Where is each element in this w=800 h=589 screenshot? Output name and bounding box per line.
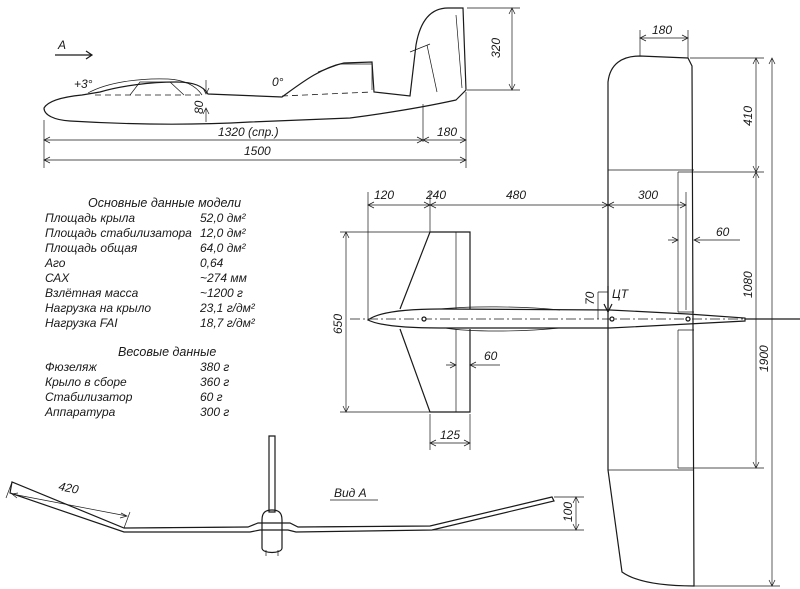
top-view: 120 240 480 300 180 60 60 650 125 70 ЦТ <box>331 23 800 587</box>
elevator-chord-dim: 60 <box>484 349 498 363</box>
stabilizer-planform <box>399 231 471 413</box>
side-view: А +3° 0° 320 80 1320 (спр.) 180 1500 <box>43 7 520 168</box>
main-row-label: Площадь крыла <box>45 211 135 225</box>
weight-row-label: Фюзеляж <box>45 360 97 374</box>
aileron-lower <box>677 329 694 469</box>
front-fuselage <box>261 509 283 554</box>
overall-length-dim: 1500 <box>244 144 271 158</box>
main-row-label: Aго <box>44 256 66 270</box>
wing-planform <box>607 55 695 587</box>
weight-data-table: Весовые данные Фюзеляж 380 г Крыло в сбо… <box>44 345 229 419</box>
aileron-upper <box>677 171 694 313</box>
view-arrow-icon <box>55 50 94 60</box>
fin-height-dim: 320 <box>489 38 503 58</box>
main-row-value: 18,7 г/дм² <box>200 316 256 330</box>
main-row-label: Взлётная масса <box>45 286 139 300</box>
stab-angle-label: 0° <box>272 75 284 89</box>
view-marker-label: А <box>57 38 66 52</box>
stab-span-dim: 650 <box>331 314 345 334</box>
center-panel-dim: 1080 <box>741 271 755 298</box>
cg-label: ЦТ <box>612 287 630 301</box>
tail-length-dim: 180 <box>437 125 457 139</box>
stab-root-dim: 120 <box>374 188 394 202</box>
weight-row-label: Крыло в сборе <box>45 375 127 389</box>
main-row-label: Площадь стабилизатора <box>45 226 192 240</box>
fin-rudder-line <box>426 44 438 93</box>
cg-offset-dim: 70 <box>583 291 597 305</box>
weight-row-value: 380 г <box>200 360 229 374</box>
main-data-table: Основные данные модели Площадь крыла 52,… <box>44 196 256 330</box>
main-row-value: ~274 мм <box>200 271 247 285</box>
main-row-value: 64,0 дм² <box>200 241 247 255</box>
weight-row-value: 360 г <box>200 375 229 389</box>
wing-panel-dim: 410 <box>741 106 755 126</box>
main-row-label: Нагрузка на крыло <box>45 301 151 315</box>
front-fin <box>268 435 276 513</box>
fuselage-height-dim: 80 <box>192 100 206 114</box>
wing-chord-dim: 300 <box>638 188 658 202</box>
cg-arrow-icon <box>603 286 613 314</box>
stab-span-offset-dim: 240 <box>425 188 446 202</box>
stab-to-wing-dim: 480 <box>506 188 526 202</box>
weight-row-label: Аппаратура <box>44 405 116 419</box>
wing-span-dim: 1900 <box>757 345 771 372</box>
hole-icon <box>685 316 691 322</box>
weight-data-heading: Весовые данные <box>118 345 216 359</box>
outer-panel-dim: 420 <box>57 479 80 497</box>
aileron-chord-dim: 60 <box>716 225 730 239</box>
main-row-value: ~1200 г <box>200 286 243 300</box>
main-row-value: 12,0 дм² <box>200 226 247 240</box>
wing-tip-chord-dim: 180 <box>652 23 672 37</box>
front-view: Вид А 420 100 <box>5 435 584 556</box>
main-row-value: 23,1 г/дм² <box>199 301 256 315</box>
main-row-value: 0,64 <box>200 256 224 270</box>
wing-angle-label: +3° <box>74 77 93 91</box>
hole-icon <box>421 316 427 322</box>
dihedral-dim: 100 <box>561 502 575 522</box>
weight-row-label: Стабилизатор <box>45 390 133 404</box>
main-row-label: Нагрузка FAI <box>45 316 118 330</box>
stab-tip-dim: 125 <box>440 428 460 442</box>
hole-icon <box>609 316 615 322</box>
main-data-heading: Основные данные модели <box>88 196 241 210</box>
main-row-label: Площадь общая <box>45 241 138 255</box>
fuselage-side-outline <box>43 7 467 125</box>
weight-row-value: 60 г <box>200 390 223 404</box>
canopy-outline <box>87 78 203 96</box>
front-view-title: Вид А <box>334 486 367 500</box>
weight-row-value: 300 г <box>200 405 229 419</box>
wing-offset-dim: 1320 (спр.) <box>218 125 279 139</box>
main-row-label: САХ <box>45 271 70 285</box>
main-row-value: 52,0 дм² <box>200 211 247 225</box>
